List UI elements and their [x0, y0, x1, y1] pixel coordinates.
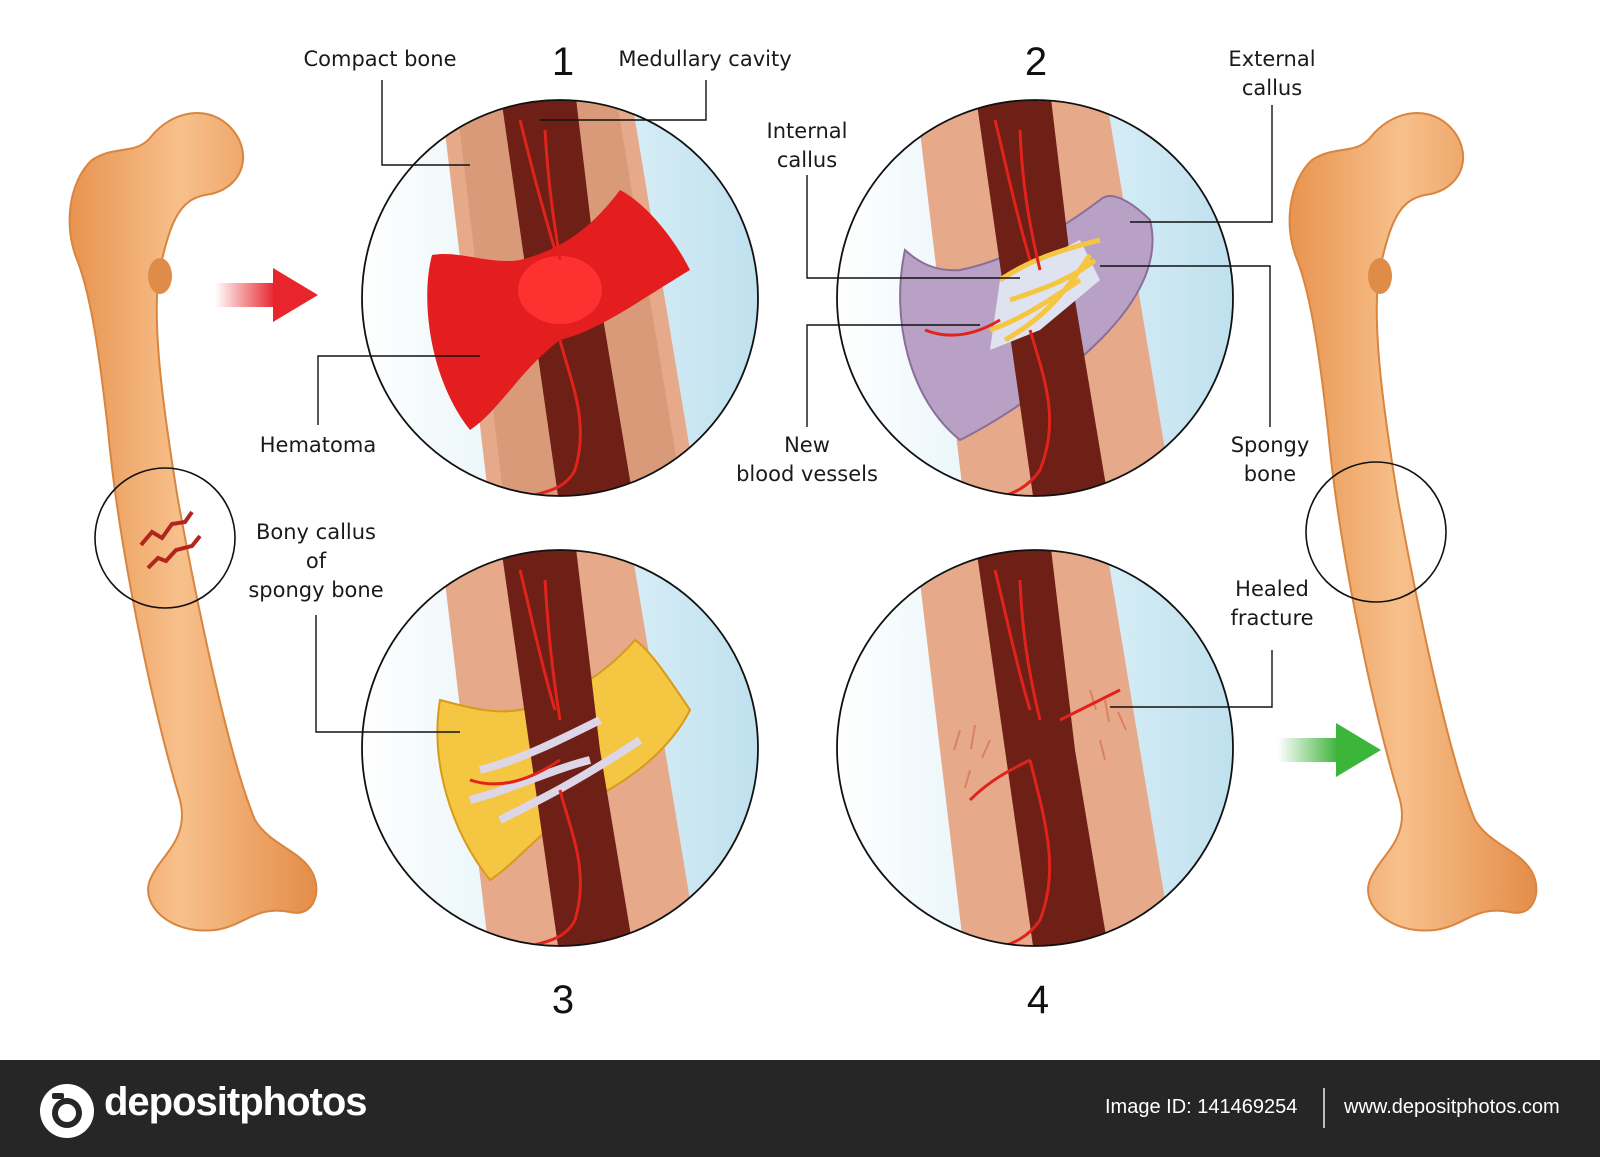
fracture-healing-diagram: 1 2 3 4 Compact bone Medullary cavity He… — [68, 40, 1538, 1022]
footer-separator — [1323, 1088, 1325, 1128]
label-hematoma: Hematoma — [259, 433, 377, 457]
step-number-2: 2 — [1024, 40, 1048, 84]
step-number-4: 4 — [1026, 978, 1050, 1022]
site-url[interactable]: www.depositphotos.com — [1344, 1096, 1560, 1118]
panel-1-hematoma — [361, 99, 759, 497]
leader-lines — [315, 80, 1273, 733]
leader-hematoma — [317, 355, 480, 425]
image-id: Image ID: 141469254 — [1105, 1096, 1298, 1118]
leader-spongy-bone — [1100, 265, 1271, 427]
step-number-1: 1 — [551, 40, 575, 84]
femur-left — [68, 112, 318, 932]
femur-right — [1288, 112, 1538, 932]
leader-external-callus — [1130, 105, 1273, 223]
panel-3-bony-callus — [361, 549, 759, 947]
panel-4-healed — [836, 549, 1234, 947]
label-external-callus: External callus — [1228, 47, 1316, 100]
leader-compact-bone — [381, 80, 470, 166]
leader-internal-callus — [806, 175, 1020, 279]
label-new-blood-vessels: New blood vessels — [736, 433, 878, 486]
label-compact-bone: Compact bone — [303, 47, 457, 71]
label-medullary-cavity: Medullary cavity — [618, 47, 792, 71]
green-arrow — [1278, 723, 1381, 777]
label-internal-callus: Internal callus — [766, 119, 848, 172]
label-bony-callus: Bony callus of spongy bone — [248, 520, 384, 602]
red-arrow — [215, 268, 318, 322]
leader-bony-callus — [315, 615, 460, 733]
footer-bar: depositphotos Image ID: 141469254 www.de… — [0, 1060, 1600, 1157]
leader-healed-fracture — [1110, 650, 1273, 708]
illustration — [68, 80, 1538, 947]
leader-new-blood-vessels — [806, 324, 980, 427]
brand-name[interactable]: depositphotos — [104, 1080, 368, 1124]
camera-logo-icon — [40, 1084, 94, 1138]
leader-medullary-cavity — [540, 80, 707, 121]
step-number-3: 3 — [551, 978, 575, 1022]
label-spongy-bone: Spongy bone — [1230, 433, 1310, 486]
label-healed-fracture: Healed fracture — [1230, 577, 1314, 630]
panel-2-callus — [836, 99, 1234, 497]
